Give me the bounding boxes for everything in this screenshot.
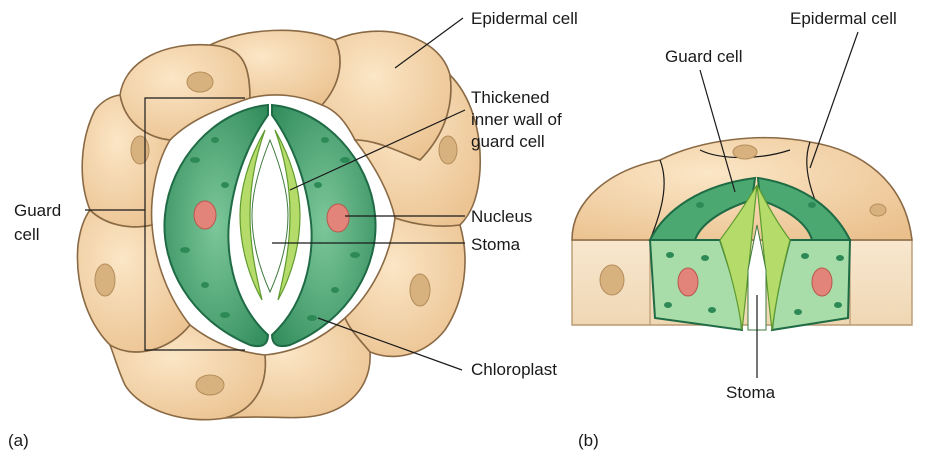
label-thickened-wall-3: guard cell <box>471 132 545 151</box>
chloroplast <box>211 137 219 143</box>
epidermal-nucleus-b-top <box>733 145 757 159</box>
panel-tag-b: (b) <box>578 431 599 450</box>
chloroplast <box>321 137 329 143</box>
label-thickened-wall-1: Thickened <box>471 88 549 107</box>
stoma-opening-a <box>252 140 288 292</box>
label-epidermal-cell-a: Epidermal cell <box>471 9 578 28</box>
chloroplast <box>220 312 230 318</box>
chloroplast <box>666 252 674 258</box>
panel-b: Guard cell Epidermal cell Stoma (b) <box>572 9 912 450</box>
chloroplast <box>794 309 802 315</box>
guard-cell-nucleus-right <box>327 204 349 232</box>
chloroplast <box>331 287 339 293</box>
chloroplast <box>201 282 209 288</box>
label-thickened-wall-2: inner wall of <box>471 110 562 129</box>
panel-a: Epidermal cell Thickened inner wall of g… <box>8 9 578 450</box>
chloroplast <box>314 182 322 188</box>
chloroplast <box>190 157 200 163</box>
chloroplast <box>350 252 360 258</box>
label-guard-cell-a-2: cell <box>14 225 40 244</box>
epidermal-nucleus <box>131 136 149 164</box>
chloroplast <box>708 307 716 313</box>
chloroplast <box>808 202 816 208</box>
guard-cell-nucleus-b-right <box>812 268 832 296</box>
label-epidermal-cell-b: Epidermal cell <box>790 9 897 28</box>
label-stoma-a: Stoma <box>471 235 521 254</box>
epidermal-nucleus <box>95 264 115 296</box>
chloroplast <box>834 302 842 308</box>
label-chloroplast: Chloroplast <box>471 360 557 379</box>
epidermal-nucleus-b <box>600 265 624 295</box>
guard-cell-nucleus-left <box>194 201 216 229</box>
chloroplast <box>664 302 672 308</box>
epidermal-nucleus <box>196 375 224 395</box>
epidermal-nucleus <box>187 72 213 92</box>
chloroplast <box>701 255 709 261</box>
label-stoma-b: Stoma <box>726 383 776 402</box>
chloroplast <box>307 315 317 321</box>
label-nucleus: Nucleus <box>471 207 532 226</box>
panel-tag-a: (a) <box>8 431 29 450</box>
guard-cells-a <box>164 105 375 346</box>
chloroplast <box>180 247 190 253</box>
epidermal-nucleus <box>410 274 430 306</box>
chloroplast <box>221 182 229 188</box>
epidermal-nucleus-b-right <box>870 204 886 216</box>
guard-cell-nucleus-b-left <box>678 268 698 296</box>
chloroplast <box>696 202 704 208</box>
label-guard-cell-b: Guard cell <box>665 47 742 66</box>
chloroplast <box>836 255 844 261</box>
chloroplast <box>801 253 809 259</box>
chloroplast <box>340 157 350 163</box>
epidermal-nucleus <box>439 136 457 164</box>
label-guard-cell-a-1: Guard <box>14 201 61 220</box>
